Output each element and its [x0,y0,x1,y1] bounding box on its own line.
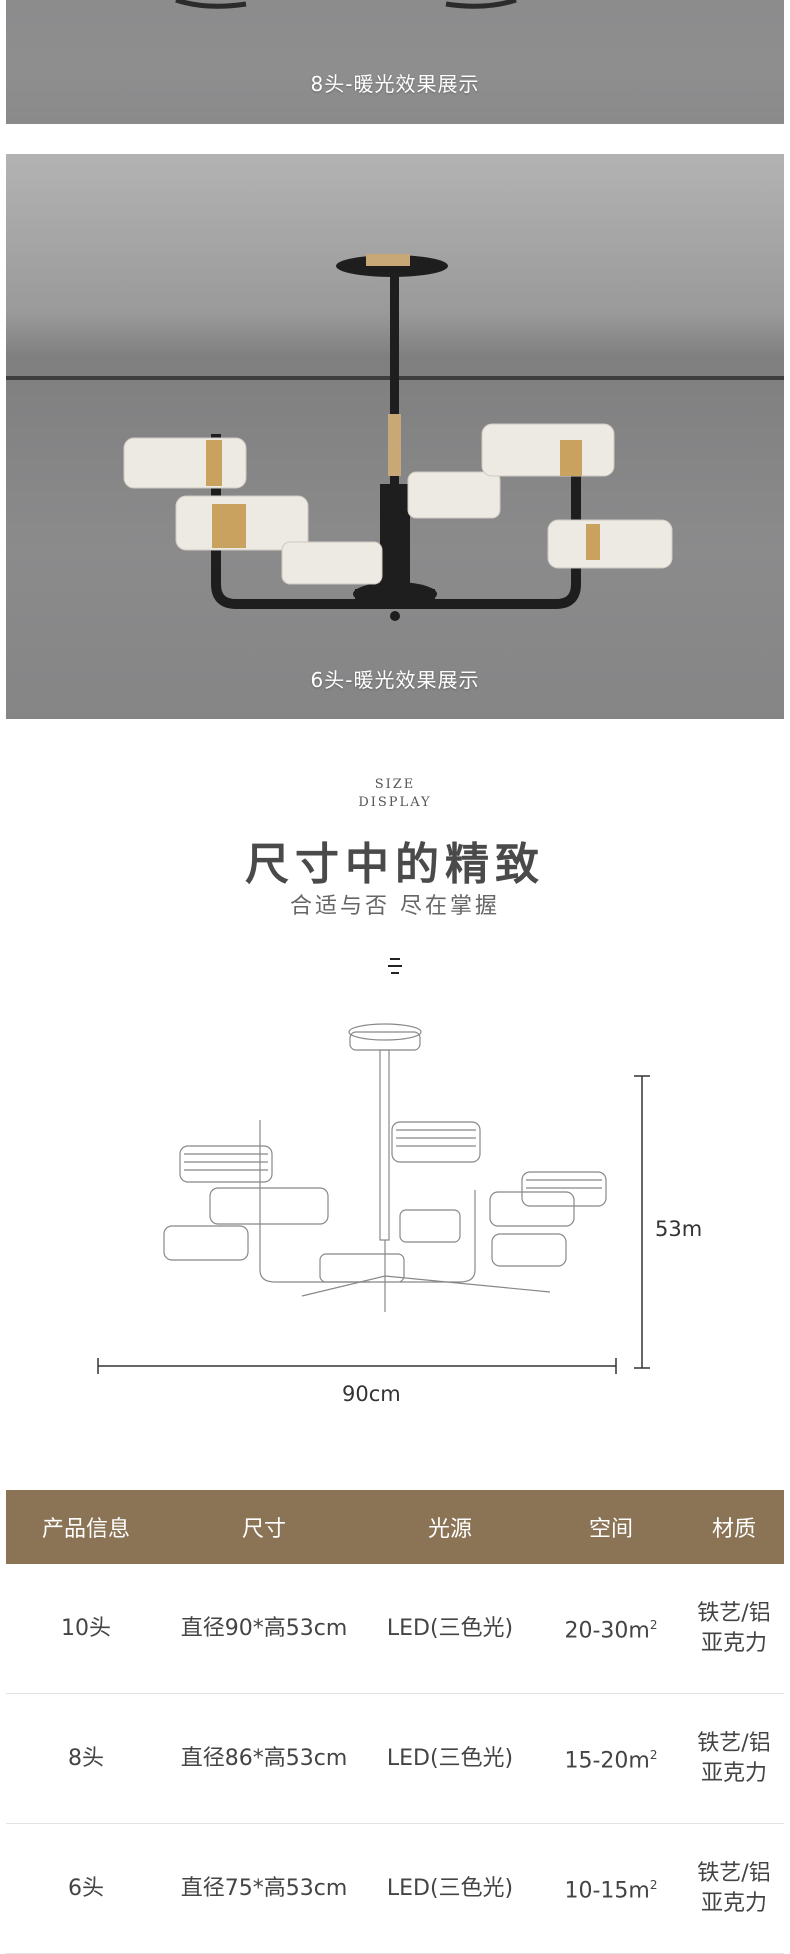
cell-light: LED(三色光) [362,1693,538,1824]
spec-table: 产品信息 尺寸 光源 空间 材质 10头 直径90*高53cm LED(三色光)… [6,1490,784,1954]
space-value: 15-20m [564,1748,650,1774]
material-line-1: 铁艺/铝 [697,1860,771,1886]
height-dimension-label: 53m [655,1217,703,1241]
photo-caption: 6头-暖光效果展示 [310,668,480,692]
table-header-row: 产品信息 尺寸 光源 空间 材质 [6,1490,784,1564]
dimension-diagram: 53m 90cm [80,1020,703,1420]
space-value: 20-30m [564,1618,650,1644]
chandelier-line-drawing [97,1023,650,1374]
cell-info: 10头 [6,1564,166,1694]
header-size: 尺寸 [166,1490,362,1564]
cell-size: 直径75*高53cm [166,1823,362,1954]
cell-material: 铁艺/铝亚克力 [684,1564,784,1694]
table-row: 6头 直径75*高53cm LED(三色光) 10-15m2 铁艺/铝亚克力 [6,1823,784,1954]
eyebrow-line-2: DISPLAY [358,795,432,810]
header-material: 材质 [684,1490,784,1564]
area-superscript: 2 [649,1878,658,1893]
divider-icon [388,958,402,974]
table-row: 10头 直径90*高53cm LED(三色光) 20-30m2 铁艺/铝亚克力 [6,1564,784,1694]
cell-size: 直径90*高53cm [166,1564,362,1694]
product-photo-6-heads: 6头-暖光效果展示 [6,154,784,719]
cell-info: 8头 [6,1693,166,1824]
cell-light: LED(三色光) [362,1823,538,1954]
product-photo-8-heads: 8头-暖光效果展示 [6,0,784,124]
width-dimension-label: 90cm [342,1382,401,1406]
cell-space: 10-15m2 [538,1823,684,1954]
table-row: 8头 直径86*高53cm LED(三色光) 15-20m2 铁艺/铝亚克力 [6,1693,784,1824]
chandelier-illustration [6,254,784,621]
material-line-2: 亚克力 [700,1890,767,1916]
header-info: 产品信息 [6,1490,166,1564]
cell-material: 铁艺/铝亚克力 [684,1693,784,1824]
cell-space: 15-20m2 [538,1693,684,1824]
cell-size: 直径86*高53cm [166,1693,362,1824]
cell-info: 6头 [6,1823,166,1954]
section-subtitle: 合适与否 尽在掌握 [290,894,500,919]
material-line-2: 亚克力 [700,1630,767,1656]
section-title: 尺寸中的精致 [245,839,545,890]
chandelier-illustration [175,0,517,9]
area-superscript: 2 [649,1618,658,1633]
material-line-1: 铁艺/铝 [697,1600,771,1626]
cell-material: 铁艺/铝亚克力 [684,1823,784,1954]
section-eyebrow: SIZE DISPLAY [0,776,790,812]
space-value: 10-15m [564,1878,650,1904]
area-superscript: 2 [649,1748,658,1763]
header-space: 空间 [538,1490,684,1564]
material-line-2: 亚克力 [700,1760,767,1786]
eyebrow-line-1: SIZE [374,777,416,792]
photo-caption: 8头-暖光效果展示 [310,72,480,96]
cell-space: 20-30m2 [538,1564,684,1694]
material-line-1: 铁艺/铝 [697,1730,771,1756]
header-light: 光源 [362,1490,538,1564]
cell-light: LED(三色光) [362,1564,538,1694]
